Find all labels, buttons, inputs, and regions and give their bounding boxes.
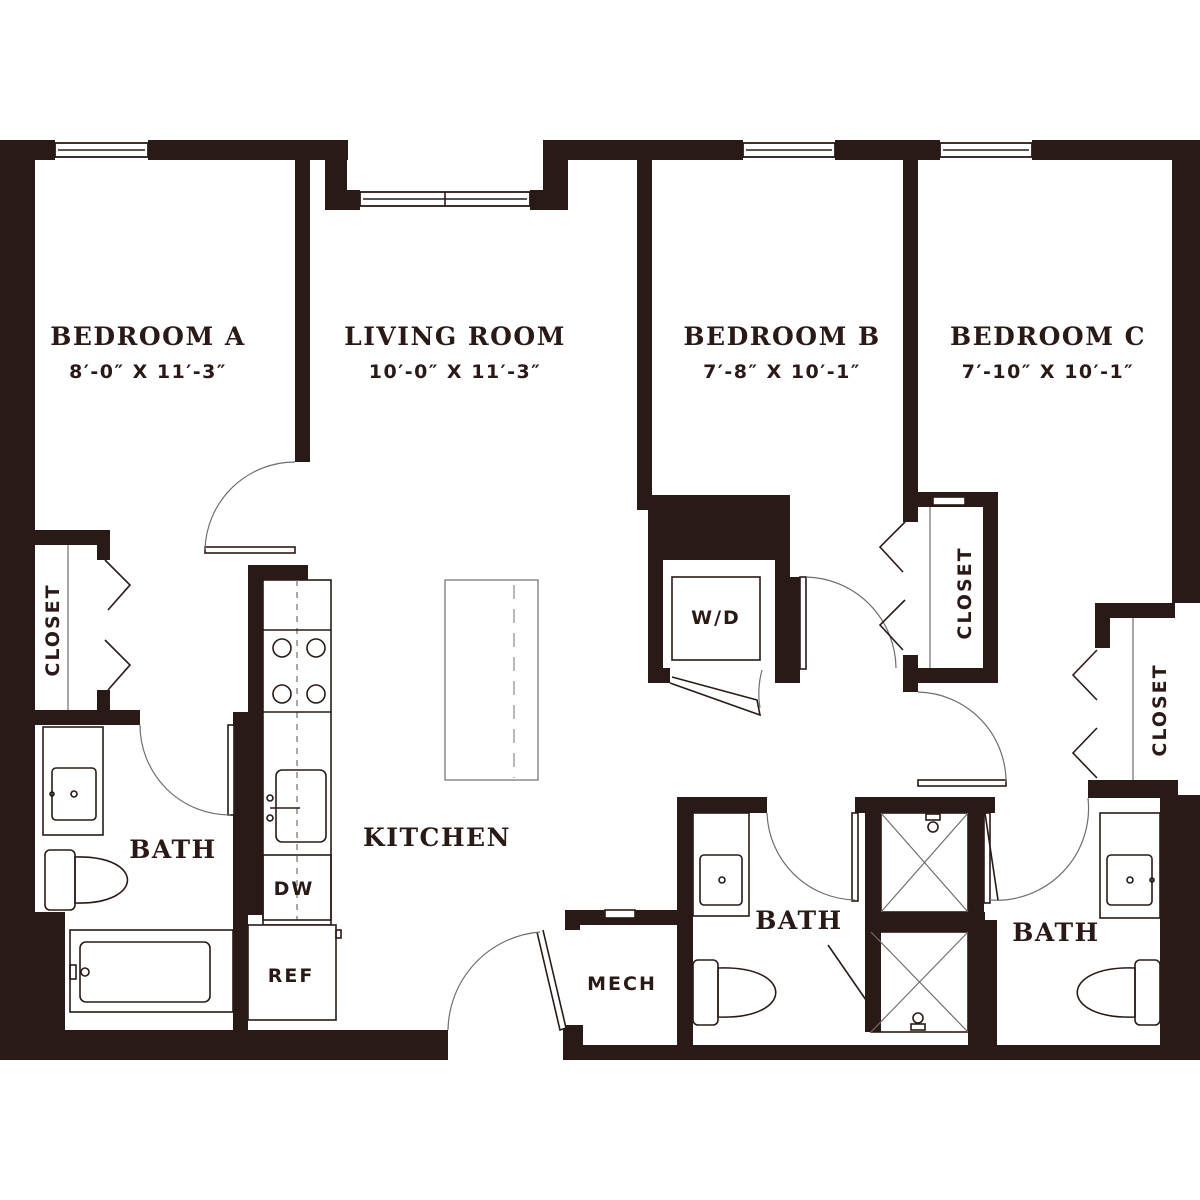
bath-a-title: BATH <box>129 835 216 864</box>
door-bedroom-c <box>917 691 1007 787</box>
window-living-room <box>359 191 531 207</box>
kitchen-island <box>444 579 539 781</box>
door-bath-b <box>766 812 859 902</box>
closet-c1-label: CLOSET <box>954 546 976 639</box>
kitchen-title: KITCHEN <box>363 823 511 852</box>
toilet-icon <box>44 849 129 911</box>
door-bath-c <box>983 797 1090 904</box>
window-bedroom-a <box>54 142 149 158</box>
cooktop-icon <box>272 638 326 704</box>
window-bedroom-c <box>939 142 1033 158</box>
windows <box>54 142 1033 207</box>
washer-dryer <box>671 576 761 661</box>
bath-c-fixtures <box>1076 812 1161 1026</box>
interior-walls <box>35 160 1178 1045</box>
door-bedroom-a <box>204 461 296 554</box>
bath-b-title: BATH <box>755 906 842 935</box>
window-bedroom-b <box>742 142 836 158</box>
living-room-dims: 10′-0″ X 11′-3″ <box>369 361 541 383</box>
bedroom-b-dims: 7′-8″ X 10′-1″ <box>703 361 861 383</box>
outer-walls <box>0 140 1200 1060</box>
bedroom-c-title: BEDROOM C <box>950 322 1146 351</box>
closet-shelves <box>67 496 1134 780</box>
bath-b-fixtures <box>692 812 969 1033</box>
bifold-closet-c2 <box>1071 649 1098 779</box>
kitchen-sink-icon <box>266 769 327 843</box>
door-mech <box>447 929 567 1032</box>
bifold-closet-a <box>104 559 132 691</box>
closet-a-label: CLOSET <box>42 583 64 676</box>
kitchen-counter <box>247 579 342 1021</box>
mech-vent <box>604 909 636 919</box>
shower-icon <box>870 812 969 1033</box>
mech-label: MECH <box>587 973 657 995</box>
door-wd <box>669 669 763 717</box>
door-bath-a <box>139 724 235 816</box>
dw-label: DW <box>274 878 315 900</box>
door-bedroom-b <box>799 576 897 670</box>
bath-a-fixtures <box>42 726 234 1013</box>
bedroom-a-title: BEDROOM A <box>50 322 245 351</box>
bifold-closet-c1 <box>878 521 906 651</box>
doors <box>104 461 1098 1032</box>
toilet-icon <box>1076 959 1161 1026</box>
toilet-icon <box>692 959 777 1026</box>
living-room-title: LIVING ROOM <box>344 322 566 351</box>
bedroom-c-dims: 7′-10″ X 10′-1″ <box>962 361 1134 383</box>
bathtub-icon <box>69 929 234 1013</box>
wd-label: W/D <box>691 607 741 629</box>
room-labels: BEDROOM A 8′-0″ X 11′-3″ LIVING ROOM 10′… <box>42 322 1171 995</box>
ref-label: REF <box>268 965 315 987</box>
bedroom-a-dims: 8′-0″ X 11′-3″ <box>69 361 227 383</box>
closet-c2-label: CLOSET <box>1149 663 1171 756</box>
bedroom-b-title: BEDROOM B <box>683 322 880 351</box>
bath-c-title: BATH <box>1012 918 1099 947</box>
